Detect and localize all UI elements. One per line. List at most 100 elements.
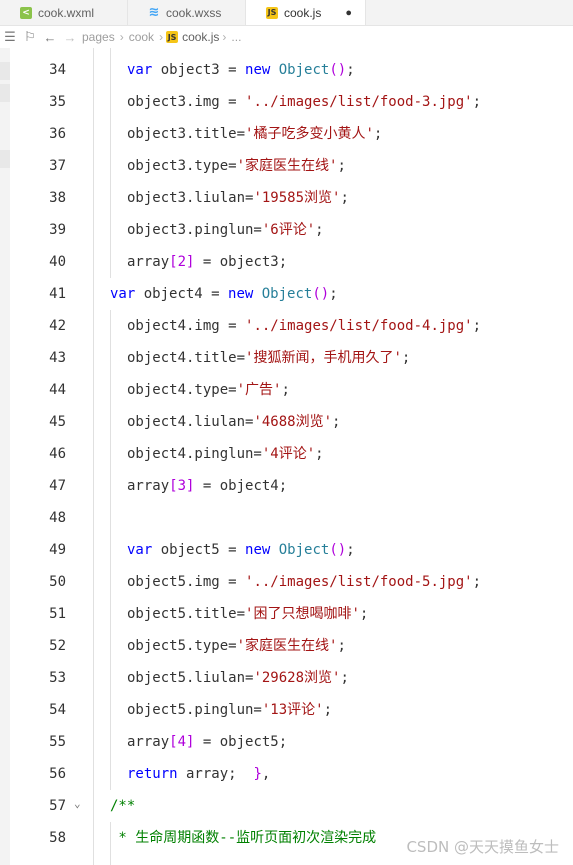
code-token: new bbox=[245, 542, 271, 558]
code-token: object4.type= bbox=[127, 382, 237, 398]
line-number: 47 bbox=[49, 478, 66, 494]
tab-cook-wxss[interactable]: ≋ cook.wxss bbox=[128, 0, 246, 25]
line-number: 40 bbox=[49, 254, 66, 270]
line-number: 34 bbox=[49, 62, 66, 78]
code-text: return array; }, bbox=[127, 758, 270, 790]
code-text: array[2] = object3; bbox=[127, 246, 287, 278]
wxml-file-icon: < bbox=[20, 6, 32, 19]
breadcrumb-item-pages[interactable]: pages bbox=[82, 30, 115, 44]
line-number: 49 bbox=[49, 542, 66, 558]
code-line[interactable]: 58 * 生命周期函数--监听页面初次渲染完成 bbox=[10, 822, 573, 854]
code-token: ; bbox=[472, 94, 482, 110]
code-token: () bbox=[329, 542, 347, 558]
code-text: object4.type='广告'; bbox=[127, 374, 290, 406]
code-text: object3.type='家庭医生在线'; bbox=[127, 150, 346, 182]
code-token: ; bbox=[346, 62, 355, 78]
tab-cook-wxml[interactable]: < cook.wxml bbox=[0, 0, 128, 25]
code-token: object3.liulan= bbox=[127, 190, 254, 206]
css-file-icon: ≋ bbox=[148, 5, 160, 20]
line-number: 55 bbox=[49, 734, 66, 750]
code-token: () bbox=[329, 62, 347, 78]
code-token: ; bbox=[340, 670, 349, 686]
breadcrumb-item-cook-js[interactable]: JS cook.js bbox=[166, 30, 219, 44]
code-token: ; bbox=[346, 542, 355, 558]
code-token: ; bbox=[373, 126, 383, 142]
code-text: object5.liulan='29628浏览'; bbox=[127, 662, 349, 694]
code-line[interactable]: 40 array[2] = object3; bbox=[10, 246, 573, 278]
bookmark-icon[interactable]: ⚐ bbox=[24, 29, 36, 44]
line-number: 45 bbox=[49, 414, 66, 430]
code-token: [4] bbox=[169, 734, 195, 750]
code-token: object3.img = bbox=[127, 94, 246, 110]
code-token: '29628浏览' bbox=[253, 670, 341, 686]
strip-marker bbox=[0, 150, 10, 168]
code-token: } bbox=[253, 766, 262, 782]
code-token: , bbox=[261, 766, 271, 782]
line-number: 58 bbox=[49, 830, 66, 846]
code-text: object5.img = '../images/list/food-5.jpg… bbox=[127, 566, 481, 598]
code-text: object5.title='困了只想喝咖啡'; bbox=[127, 598, 368, 630]
breadcrumb-file-label: cook.js bbox=[182, 30, 220, 44]
fold-chevron-icon[interactable]: ⌄ bbox=[74, 797, 81, 810]
js-file-icon: JS bbox=[166, 31, 179, 43]
code-line[interactable]: 55 array[4] = object5; bbox=[10, 726, 573, 758]
breadcrumb-item-cook[interactable]: cook bbox=[128, 30, 155, 44]
breadcrumb-item-more[interactable]: ... bbox=[231, 30, 242, 44]
forward-arrow-icon[interactable]: → bbox=[63, 29, 77, 45]
code-token: object5.pinglun= bbox=[127, 702, 262, 718]
code-token: '广告' bbox=[236, 382, 282, 398]
strip-marker bbox=[0, 62, 10, 80]
code-token: object4 = bbox=[135, 286, 229, 302]
line-number: 44 bbox=[49, 382, 66, 398]
watermark: CSDN @天天摸鱼女士 bbox=[406, 838, 559, 856]
code-token: ; bbox=[329, 286, 338, 302]
line-number: 42 bbox=[49, 318, 66, 334]
code-line[interactable]: 44 object4.type='广告'; bbox=[10, 374, 573, 406]
strip-marker bbox=[0, 84, 10, 102]
code-text: object5.type='家庭医生在线'; bbox=[127, 630, 346, 662]
code-token: '../images/list/food-4.jpg' bbox=[245, 318, 473, 334]
code-text: object5.pinglun='13评论'; bbox=[127, 694, 332, 726]
code-token: () bbox=[312, 286, 330, 302]
code-line[interactable]: 52 object5.type='家庭医生在线'; bbox=[10, 630, 573, 662]
unsaved-dot-icon[interactable]: ● bbox=[345, 6, 353, 19]
code-token: = object3; bbox=[194, 254, 288, 270]
tab-cook-js[interactable]: JS cook.js ● bbox=[246, 0, 366, 25]
code-token: object5.liulan= bbox=[127, 670, 254, 686]
code-token: ; bbox=[323, 702, 333, 718]
code-token: = object5; bbox=[194, 734, 288, 750]
line-number: 36 bbox=[49, 126, 66, 142]
code-token: array bbox=[127, 478, 170, 494]
code-text: array[4] = object5; bbox=[127, 726, 287, 758]
back-arrow-icon[interactable]: ← bbox=[43, 29, 57, 45]
code-text: object3.img = '../images/list/food-3.jpg… bbox=[127, 86, 481, 118]
line-number: 52 bbox=[49, 638, 66, 654]
outline-list-icon[interactable]: ☰ bbox=[4, 29, 16, 44]
code-line[interactable]: 48 bbox=[10, 502, 573, 534]
code-token bbox=[270, 62, 278, 78]
code-token: '4688浏览' bbox=[253, 414, 333, 430]
code-line[interactable]: 57⌄/** bbox=[10, 790, 573, 822]
code-token: '../images/list/food-5.jpg' bbox=[245, 574, 473, 590]
line-number: 43 bbox=[49, 350, 66, 366]
code-token: ; bbox=[401, 350, 411, 366]
